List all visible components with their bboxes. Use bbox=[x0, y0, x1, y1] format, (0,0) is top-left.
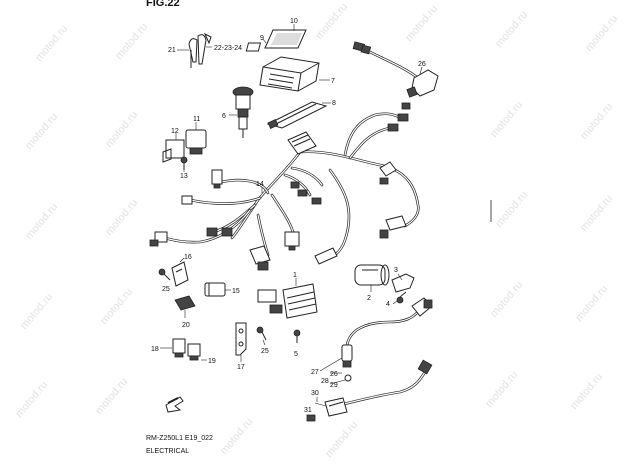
part-relay-11 bbox=[185, 129, 207, 155]
callout-19: 19 bbox=[208, 358, 216, 365]
leader-line bbox=[329, 379, 346, 385]
callout-16: 16 bbox=[184, 254, 192, 261]
watermark: motod.ru bbox=[488, 279, 525, 320]
callout-11: 11 bbox=[193, 116, 200, 123]
callout-20: 20 bbox=[182, 322, 190, 329]
watermark: motod.ru bbox=[493, 189, 530, 230]
callout-6: 6 bbox=[222, 113, 226, 120]
callout-13: 13 bbox=[180, 173, 188, 180]
leader-line bbox=[262, 339, 266, 346]
part-ignition-coil-6 bbox=[232, 86, 254, 138]
part-clamp-21 bbox=[188, 38, 198, 68]
watermark: motod.ru bbox=[18, 291, 55, 332]
callout-22-23-24: 22-23-24 bbox=[214, 45, 242, 52]
callout-14: 14 bbox=[256, 181, 264, 188]
part-screw-5 bbox=[293, 329, 301, 343]
watermark: motod.ru bbox=[23, 201, 60, 242]
callout-12: 12 bbox=[171, 128, 179, 135]
leader-line bbox=[262, 38, 267, 44]
callout-26: 26 bbox=[330, 371, 338, 378]
part-lead-30 bbox=[324, 359, 433, 417]
callout-2: 2 bbox=[367, 295, 371, 302]
watermark: motod.ru bbox=[313, 1, 350, 42]
callout-21: 21 bbox=[168, 47, 176, 54]
part-ecm-7 bbox=[259, 56, 320, 92]
part-connector-18 bbox=[172, 338, 186, 358]
watermark: motod.ru bbox=[103, 197, 140, 238]
callout-27: 27 bbox=[311, 369, 319, 376]
part-plate-10 bbox=[264, 29, 307, 49]
callout-29: 29 bbox=[330, 382, 338, 389]
part-fuse-15 bbox=[204, 282, 226, 297]
callout-30: 30 bbox=[311, 390, 319, 397]
callout-8: 8 bbox=[332, 100, 336, 107]
part-bracket-16 bbox=[171, 261, 189, 287]
callout-3: 3 bbox=[394, 267, 398, 274]
callout-10: 10 bbox=[290, 18, 298, 25]
watermark: motod.ru bbox=[568, 371, 605, 412]
part-screw-5b bbox=[256, 326, 267, 341]
callout-15: 15 bbox=[232, 288, 240, 295]
callout-17: 17 bbox=[237, 364, 245, 371]
leader-line bbox=[419, 66, 423, 75]
watermark: motod.ru bbox=[493, 9, 530, 50]
leader-line bbox=[392, 300, 398, 305]
part-regulator-1 bbox=[257, 283, 318, 319]
callout-9: 9 bbox=[260, 35, 264, 42]
callout-26: 26 bbox=[418, 61, 426, 68]
leader-line bbox=[397, 273, 403, 281]
part-bracket-17 bbox=[235, 322, 247, 356]
watermark: motod.ru bbox=[98, 286, 135, 327]
part-clip-31 bbox=[306, 414, 316, 422]
figure-caption: ELECTRICAL bbox=[146, 448, 189, 455]
watermark: motod.ru bbox=[403, 3, 440, 44]
part-bolt-25 bbox=[158, 268, 171, 281]
part-label-9 bbox=[245, 42, 262, 52]
callout-7: 7 bbox=[331, 78, 335, 85]
watermark: motod.ru bbox=[323, 419, 360, 460]
part-bracket-3 bbox=[391, 273, 415, 293]
watermark: motod.ru bbox=[488, 99, 525, 140]
part-bracket-12 bbox=[162, 139, 185, 163]
figure-code: RM-Z250L1 E19_022 bbox=[146, 435, 213, 442]
watermark: motod.ru bbox=[13, 379, 50, 420]
watermark: motod.ru bbox=[483, 369, 520, 410]
watermark: motod.ru bbox=[218, 416, 255, 457]
callout-28: 28 bbox=[321, 378, 329, 385]
part-clamp-22 bbox=[197, 32, 212, 65]
watermark: motod.ru bbox=[583, 13, 620, 54]
part-connector-19 bbox=[187, 343, 201, 361]
watermark: motod.ru bbox=[113, 21, 150, 62]
part-bolt-4 bbox=[396, 291, 407, 304]
watermark: motod.ru bbox=[93, 376, 130, 417]
part-capacitor-2 bbox=[354, 264, 390, 286]
watermark: motod.ru bbox=[573, 283, 610, 324]
watermark: motod.ru bbox=[578, 101, 615, 142]
callout-4: 4 bbox=[386, 301, 390, 308]
watermark: motod.ru bbox=[23, 111, 60, 152]
callout-25: 25 bbox=[162, 286, 170, 293]
callout-5: 5 bbox=[294, 351, 298, 358]
watermark: motod.ru bbox=[103, 109, 140, 150]
callout-1: 1 bbox=[293, 272, 297, 279]
front-arrow-icon bbox=[165, 396, 184, 413]
harness-connectors bbox=[149, 102, 411, 271]
part-plug-cap-lead bbox=[341, 297, 433, 382]
callout-31: 31 bbox=[304, 407, 312, 414]
callout-25: 25 bbox=[261, 348, 269, 355]
figure-title: FIG.22 bbox=[146, 0, 180, 9]
part-sensor-lead-26 bbox=[352, 41, 439, 98]
watermark: motod.ru bbox=[578, 193, 615, 234]
part-strap-8 bbox=[266, 101, 328, 129]
part-cover-20 bbox=[174, 295, 196, 311]
watermark: motod.ru bbox=[33, 23, 70, 64]
leader-line bbox=[314, 402, 327, 407]
leader-line bbox=[179, 257, 185, 263]
leader-line bbox=[319, 357, 343, 372]
callout-18: 18 bbox=[151, 346, 159, 353]
part-screw-13 bbox=[180, 156, 188, 170]
